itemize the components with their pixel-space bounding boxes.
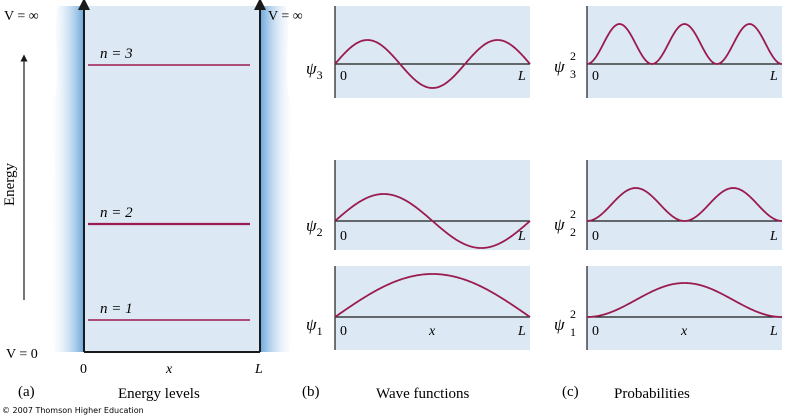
level-label-2: n = 2: [100, 205, 133, 221]
potential-bottom: V = 0: [6, 347, 38, 362]
panel-b-caption: Wave functions: [376, 386, 470, 402]
panel-a-caption: Energy levels: [118, 386, 200, 402]
prob-2-x-end: L: [769, 229, 778, 244]
wave-2-x-start: 0: [340, 229, 347, 244]
wave-curve-1: [334, 273, 531, 318]
wave-3-x-end: L: [517, 69, 526, 84]
wave-label-1: ψ1: [306, 315, 323, 338]
prob-2-x-start: 0: [592, 229, 599, 244]
panel-b-marker: (b): [302, 384, 320, 400]
wave-plot-1-bg: [335, 266, 530, 350]
well-x-end: L: [254, 362, 263, 377]
wave-plot-3-bg: [335, 6, 530, 98]
energy-axis-label: Energy: [2, 162, 18, 206]
copyright-notice: © 2007 Thomson Higher Education: [2, 406, 144, 415]
wave-plot-2-bg: [335, 160, 530, 250]
right-wall: [260, 6, 296, 352]
prob-curve-3: [586, 23, 783, 65]
level-label-3: n = 3: [100, 46, 133, 62]
potential-top-right: V = ∞: [268, 9, 303, 24]
well-x-start: 0: [80, 362, 87, 377]
prob-3-x-start: 0: [592, 69, 599, 84]
panel-c-caption: Probabilities: [614, 386, 690, 402]
panel-b: ψ3 0 L ψ2 0 L ψ1 0 x L (b) Wave function…: [302, 6, 531, 402]
panel-c-marker: (c): [562, 384, 579, 400]
panel-a-marker: (a): [18, 384, 35, 400]
wave-label-2: ψ2: [306, 216, 323, 239]
wave-1-x-start: 0: [340, 324, 347, 339]
wave-1-x-end: L: [517, 324, 526, 339]
well-x-var: x: [165, 362, 173, 377]
wave-curve-2: [334, 193, 531, 249]
prob-curve-2: [586, 187, 783, 222]
prob-1-x-var: x: [680, 324, 688, 339]
prob-plot-3-bg: [587, 6, 782, 98]
wave-2-x-end: L: [517, 229, 526, 244]
potential-top-left: V = ∞: [4, 9, 39, 24]
prob-1-x-end: L: [769, 324, 778, 339]
prob-plot-2-bg: [587, 160, 782, 250]
well-interior: [84, 6, 260, 352]
wave-3-x-start: 0: [340, 69, 347, 84]
panel-a: n = 3 n = 2 n = 1 V = ∞ V = ∞ V = 0 Ener…: [2, 0, 303, 402]
wave-label-3: ψ3: [306, 59, 323, 82]
wave-1-x-var: x: [428, 324, 436, 339]
wave-curve-3: [334, 39, 531, 89]
level-label-1: n = 1: [100, 301, 133, 317]
prob-3-x-end: L: [769, 69, 778, 84]
prob-curve-1: [586, 282, 783, 318]
left-wall: [48, 6, 84, 352]
prob-1-x-start: 0: [592, 324, 599, 339]
